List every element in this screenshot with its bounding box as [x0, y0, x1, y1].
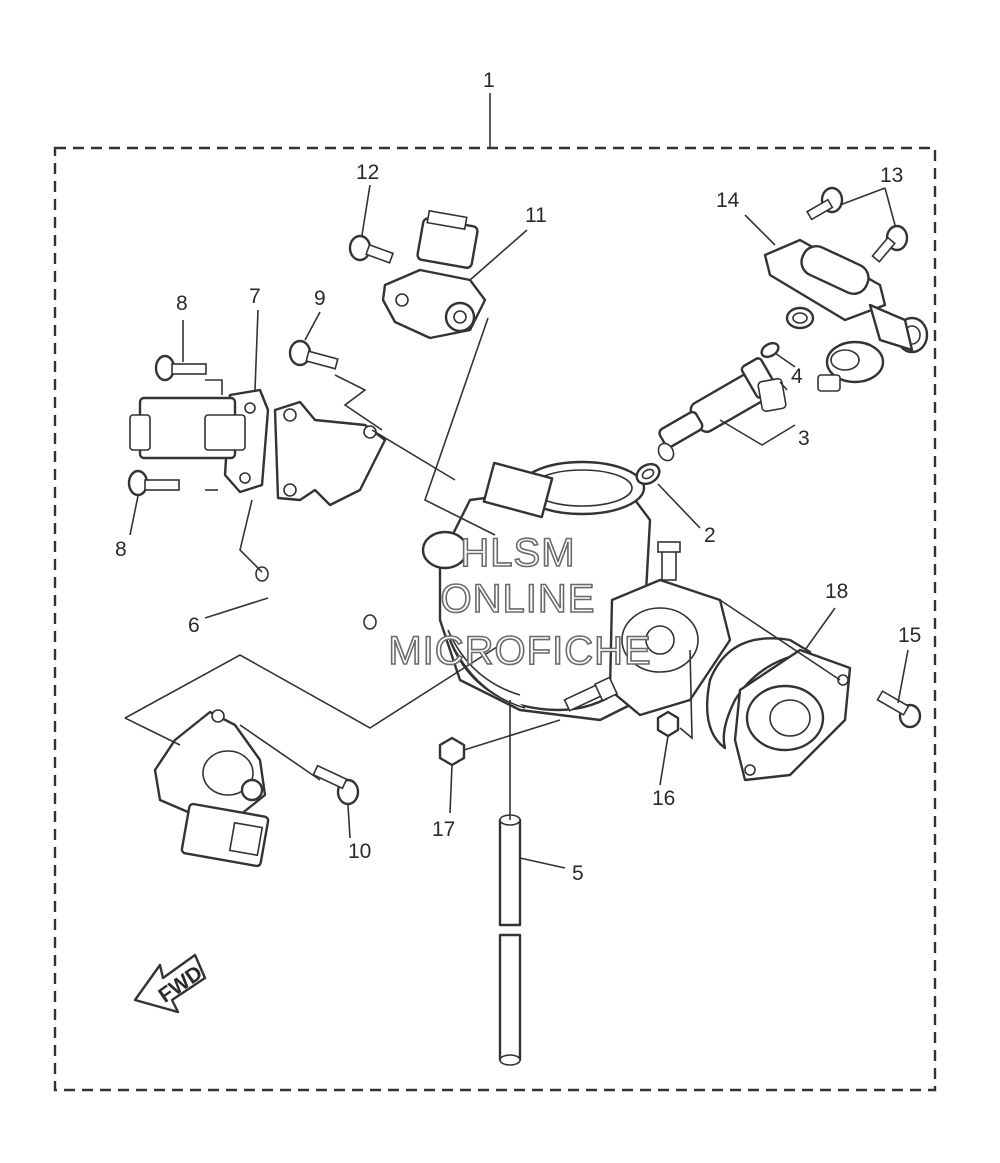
callout-4: 4 [791, 365, 803, 388]
part-2-washer [635, 462, 661, 486]
fwd-arrow-icon: FWD [133, 953, 207, 1014]
part-5-hose [498, 814, 522, 1066]
part-18-cover [706, 637, 852, 782]
part-7-bracket [129, 388, 387, 507]
callout-13: 13 [880, 164, 903, 187]
callout-12: 12 [356, 161, 379, 184]
callout-2: 2 [704, 524, 716, 547]
watermark: HLSM ONLINE MICROFICHE [388, 530, 652, 674]
leader-lines [124, 184, 909, 869]
part-16-nut [656, 710, 680, 738]
part-12-screw [348, 234, 395, 264]
callout-3: 3 [798, 427, 810, 450]
watermark-line-2: ONLINE [441, 577, 596, 621]
assembly-border [53, 146, 937, 1092]
callout-5: 5 [572, 862, 584, 885]
callout-9: 9 [314, 287, 326, 310]
callout-16: 16 [652, 787, 675, 810]
part-15-screw [876, 690, 922, 729]
callout-8-bottom: 8 [115, 538, 127, 561]
part-17-nut [438, 736, 466, 767]
callout-6: 6 [188, 614, 200, 637]
part-4-o-ring [760, 341, 780, 359]
part-10-screw [312, 764, 360, 806]
callout-1: 1 [483, 69, 495, 92]
callout-14: 14 [716, 189, 740, 212]
part-9-screw [288, 339, 339, 370]
part-6-hose [255, 566, 377, 630]
callout-labels: 1 2 3 4 5 6 7 8 8 9 10 11 12 13 14 15 16… [115, 69, 921, 885]
callout-18: 18 [825, 580, 848, 603]
callout-11: 11 [525, 204, 547, 227]
part-8-screws [127, 354, 207, 497]
part-11-sensor [381, 209, 487, 340]
watermark-line-1: HLSM [460, 531, 575, 575]
callout-10: 10 [348, 840, 371, 863]
part-14-delivery-pipe [763, 238, 929, 392]
part-13-screws [806, 186, 909, 263]
part-10-isc-unit [153, 709, 270, 868]
watermark-line-3: MICROFICHE [388, 629, 651, 673]
part-3-injector [657, 357, 787, 462]
callout-17: 17 [432, 818, 455, 841]
throttle-body [421, 460, 732, 722]
callout-15: 15 [898, 624, 921, 647]
callout-8-top: 8 [176, 292, 188, 315]
callout-7: 7 [249, 285, 261, 308]
